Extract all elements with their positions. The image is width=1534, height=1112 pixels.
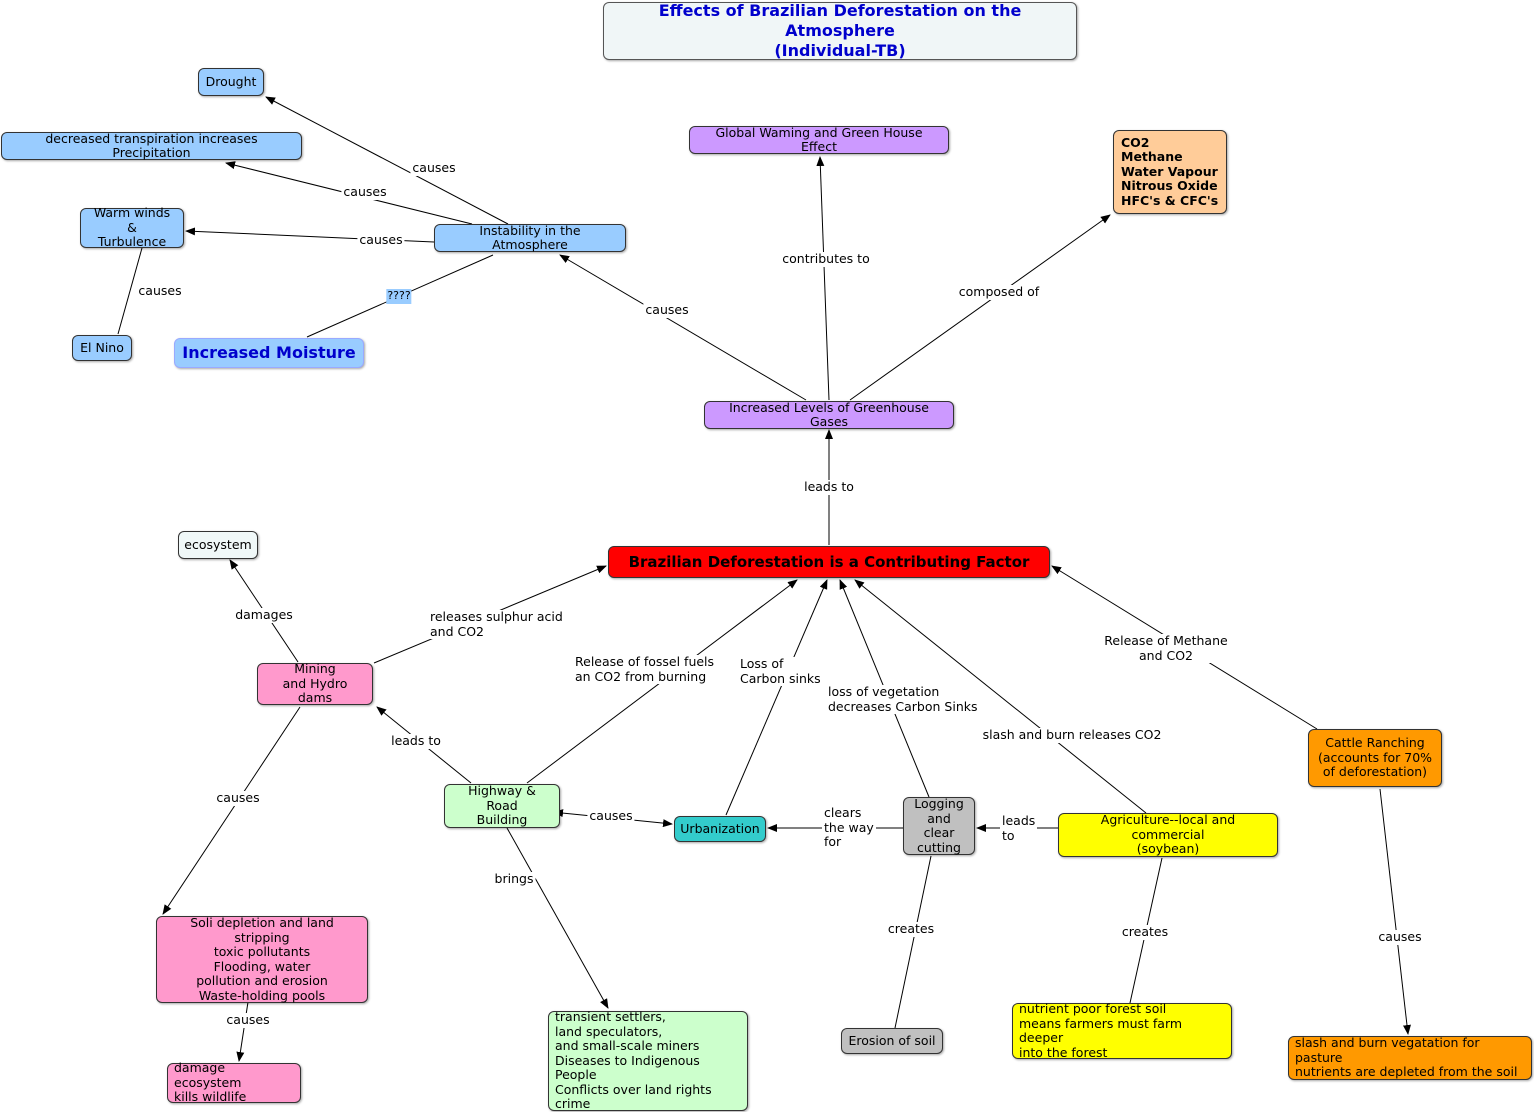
link-label-causes: causes [136, 283, 184, 299]
node-main-deforestation[interactable]: Brazilian Deforestation is a Contributin… [608, 546, 1050, 578]
node-drought[interactable]: Drought [198, 68, 264, 96]
link-label-clears-the-way: clears the way for [822, 805, 876, 850]
link-label-question-marks: ???? [386, 289, 412, 304]
node-agriculture[interactable]: Agriculture--local and commercial (soybe… [1058, 813, 1278, 857]
node-instability[interactable]: Instability in the Atmosphere [434, 223, 626, 252]
node-damage-ecosystem[interactable]: damage ecosystem kills wildlife [167, 1061, 301, 1104]
node-urbanization[interactable]: Urbanization [674, 816, 766, 842]
link-label-leads-to: leads to [389, 733, 443, 749]
edge-greenhouse-gases [849, 214, 1111, 401]
node-increased-moisture[interactable]: Increased Moisture [174, 338, 364, 368]
link-label-causes: causes [587, 808, 635, 824]
node-greenhouse-gases[interactable]: Increased Levels of Greenhouse Gases [704, 400, 954, 429]
link-label-brings: brings [492, 871, 536, 887]
link-label-carbon-sinks: Loss of Carbon sinks [738, 656, 823, 686]
link-label-creates: creates [885, 921, 937, 937]
link-label-fossil-fuels: Release of fossel fuels an CO2 from burn… [573, 654, 717, 684]
edge-logging-erosion [894, 855, 932, 1029]
node-slash-burn-pasture[interactable]: slash and burn vegatation for pasture nu… [1288, 1036, 1532, 1080]
node-erosion[interactable]: Erosion of soil [841, 1028, 943, 1054]
edge-soil-damage [236, 1001, 249, 1062]
node-logging[interactable]: Logging and clear cutting [903, 796, 975, 855]
link-label-causes: causes [643, 302, 691, 318]
node-warm-winds[interactable]: Warm winds & Turbulence [80, 206, 184, 249]
node-highway[interactable]: Highway & Road Building [444, 784, 560, 828]
node-ecosystem[interactable]: ecosystem [178, 531, 258, 559]
link-label-leads-to: leads to [1000, 813, 1038, 843]
link-label-causes: causes [1376, 929, 1424, 945]
node-global-warming[interactable]: Global Waming and Green House Effect [689, 125, 949, 154]
node-precipitation[interactable]: decreased transpiration increases Precip… [1, 131, 302, 160]
link-label-causes: causes [410, 160, 458, 176]
edge-highway-settlers [506, 827, 609, 1009]
link-label-creates: creates [1119, 924, 1171, 940]
edge-instability-drought [265, 96, 509, 225]
link-label-leads-to: leads to [802, 479, 856, 495]
link-label-contributes-to: contributes to [780, 251, 872, 267]
link-label-causes: causes [341, 184, 389, 200]
link-label-sulphur: releases sulphur acid and CO2 [428, 609, 565, 639]
link-label-causes: causes [214, 790, 262, 806]
node-gases-list[interactable]: CO2 Methane Water Vapour Nitrous Oxide H… [1113, 130, 1227, 214]
node-settlers[interactable]: transient settlers, land speculators, an… [548, 1010, 748, 1111]
edge-greenhouse-global [816, 156, 830, 401]
link-label-vegetation: loss of vegetation decreases Carbon Sink… [826, 684, 980, 714]
link-label-slash-burn-co2: slash and burn releases CO2 [980, 727, 1164, 743]
link-label-causes: causes [357, 232, 405, 248]
edge-mining-soil [162, 706, 301, 915]
edge-cattle-slash [1379, 788, 1411, 1035]
node-el-nino[interactable]: El Nino [72, 335, 132, 361]
edge-urban-main [725, 579, 828, 816]
edge-greenhouse-instability [559, 254, 807, 401]
link-label-damages: damages [233, 607, 295, 623]
edge-warm-elnino [117, 247, 143, 335]
link-label-methane: Release of Methane and CO2 [1102, 633, 1230, 663]
node-soil-depletion[interactable]: Soli depletion and land stripping toxic … [156, 915, 368, 1003]
node-mining[interactable]: Mining and Hydro dams [257, 662, 373, 705]
node-cattle-ranching[interactable]: Cattle Ranching (accounts for 70% of def… [1308, 729, 1442, 787]
link-label-causes: causes [224, 1012, 272, 1028]
page-title: Effects of Brazilian Deforestation on th… [603, 1, 1077, 60]
node-nutrient-poor-soil[interactable]: nutrient poor forest soil means farmers … [1012, 1001, 1232, 1059]
link-label-composed-of: composed of [956, 284, 1042, 300]
edge-agri-main [854, 579, 1147, 814]
